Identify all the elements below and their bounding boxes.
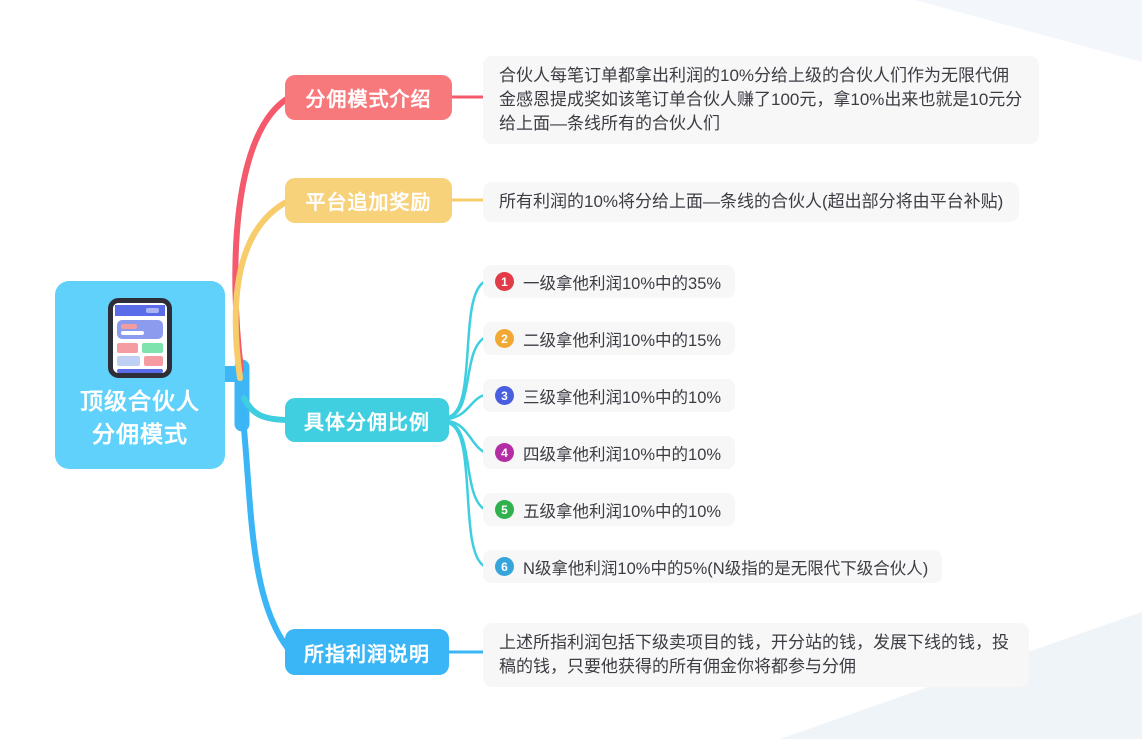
note-commission-intro[interactable]: 合伙人每笔订单都拿出利润的10%分给上级的合伙人们作为无限代佣金感恩提成奖如该笔… xyxy=(483,56,1039,145)
rank-6-badge-icon: 6 xyxy=(495,557,514,576)
root-title-line2: 分佣模式 xyxy=(92,421,188,448)
ratio-item-text: N级拿他利润10%中的5%(N级指的是无限代下级合伙人) xyxy=(523,559,929,578)
item-line-6 xyxy=(447,421,485,568)
item-line-1 xyxy=(447,280,485,419)
ratio-item-text: 二级拿他利润10%中的15% xyxy=(523,331,722,350)
note-platform-bonus[interactable]: 所有利润的10%将分给上面—条线的合伙人(超出部分将由平台补贴) xyxy=(483,182,1020,223)
ratio-item-text: 一级拿他利润10%中的35% xyxy=(523,274,722,293)
ratio-item-level-n[interactable]: 6 N级拿他利润10%中的5%(N级指的是无限代下级合伙人) xyxy=(483,550,943,583)
branch-node-commission-intro[interactable]: 分佣模式介绍 xyxy=(285,75,452,120)
item-line-2 xyxy=(447,336,485,420)
rank-4-badge-icon: 4 xyxy=(495,443,514,462)
rank-1-badge-icon: 1 xyxy=(495,272,514,291)
ratio-item-level-4[interactable]: 4 四级拿他利润10%中的10% xyxy=(483,436,736,469)
note-profit-note[interactable]: 上述所指利润包括下级卖项目的钱，开分站的钱，发展下线的钱，投稿的钱，只要他获得的… xyxy=(483,623,1029,688)
rank-3-badge-icon: 3 xyxy=(495,386,514,405)
ratio-item-level-2[interactable]: 2 二级拿他利润10%中的15% xyxy=(483,322,736,355)
ratio-item-level-3[interactable]: 3 三级拿他利润10%中的10% xyxy=(483,379,736,412)
ratio-item-level-5[interactable]: 5 五级拿他利润10%中的10% xyxy=(483,493,736,526)
rank-5-badge-icon: 5 xyxy=(495,500,514,519)
branch-node-profit-note[interactable]: 所指利润说明 xyxy=(285,629,449,675)
branch-line-platform-bonus xyxy=(232,197,293,381)
ratio-item-text: 五级拿他利润10%中的10% xyxy=(523,502,722,521)
branch-line-commission-ratio xyxy=(241,395,293,423)
background-polygon xyxy=(915,0,1142,62)
item-line-4 xyxy=(447,419,485,454)
ratio-item-text: 四级拿他利润10%中的10% xyxy=(523,445,722,464)
root-title: 顶级合伙人 分佣模式 xyxy=(80,385,200,452)
branch-node-platform-bonus[interactable]: 平台追加奖励 xyxy=(285,178,452,223)
item-line-3 xyxy=(447,393,485,421)
root-node[interactable]: 顶级合伙人 分佣模式 xyxy=(55,281,225,469)
phone-illustration-icon xyxy=(108,298,172,378)
branch-line-commission-intro xyxy=(232,94,293,373)
ratio-item-level-1[interactable]: 1 一级拿他利润10%中的35% xyxy=(483,265,736,298)
root-title-line1: 顶级合伙人 xyxy=(80,388,200,414)
rank-2-badge-icon: 2 xyxy=(495,329,514,348)
item-line-5 xyxy=(447,420,485,511)
ratio-item-text: 三级拿他利润10%中的10% xyxy=(523,388,722,407)
branch-line-profit-note xyxy=(239,405,293,654)
branch-node-commission-ratio[interactable]: 具体分佣比例 xyxy=(285,398,449,442)
